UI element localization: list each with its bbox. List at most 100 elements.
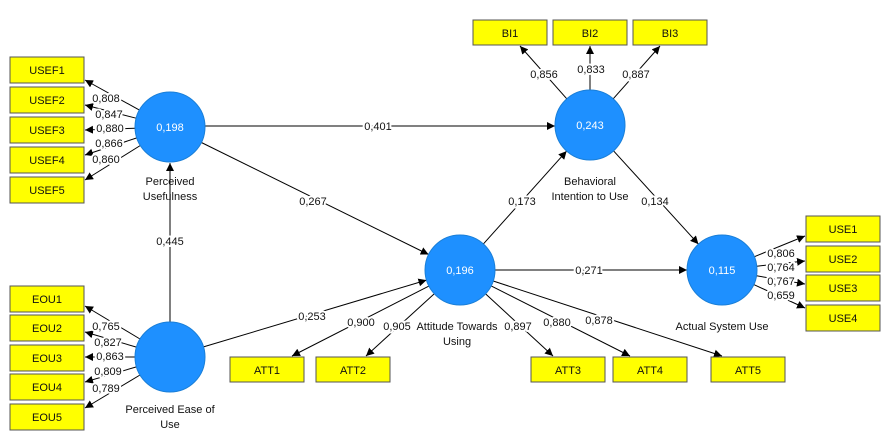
loading-arrow-usef1[interactable] [84,79,140,111]
loading-eou3: 0,863 [96,351,124,363]
loading-arrow-usef4[interactable] [84,137,137,157]
indicator-usef1[interactable]: USEF1 [9,56,85,84]
indicator-box[interactable] [9,403,85,431]
path-coefficient-pu-to-att: 0,267 [299,196,327,208]
indicator-bi1[interactable]: BI1 [472,19,548,46]
indicator-box[interactable] [9,56,85,84]
indicator-bi3[interactable]: BI3 [632,19,708,46]
indicator-att1[interactable]: ATT1 [229,356,305,383]
construct-circle[interactable] [554,89,626,161]
loading-arrow-bi3[interactable] [612,45,661,100]
loading-arrow-use1[interactable] [754,235,806,258]
loading-arrow-use4[interactable] [753,284,806,309]
indicator-bi2[interactable]: BI2 [552,19,628,46]
loading-bi2: 0,833 [577,64,605,76]
indicator-use3[interactable]: USE3 [805,274,881,302]
indicator-box[interactable] [805,304,881,332]
indicator-box[interactable] [552,19,628,46]
loading-arrow-att3[interactable] [485,293,554,357]
indicator-box[interactable] [229,356,305,383]
indicator-box[interactable] [612,356,688,383]
indicator-usef5[interactable]: USEF5 [9,176,85,204]
indicator-box[interactable] [9,373,85,401]
indicator-eou5[interactable]: EOU5 [9,403,85,431]
loading-arrow-eou4[interactable] [84,366,137,384]
indicator-eou3[interactable]: EOU3 [9,344,85,372]
indicator-box[interactable] [632,19,708,46]
loading-arrow-usef3[interactable] [84,125,136,134]
indicator-att3[interactable]: ATT3 [530,356,606,383]
outer-loading-labels: 0,808 0,847 0,880 0,866 0,860 0,765 0,82… [90,62,797,397]
indicator-label: ATT5 [735,365,761,377]
indicator-label: EOU5 [32,412,62,424]
indicator-use2[interactable]: USE2 [805,245,881,273]
loading-arrow-usef5[interactable] [84,145,141,181]
construct-perceived-usefulness[interactable]: 0,198 Perceived Usefulness [134,91,206,203]
indicator-usef4[interactable]: USEF4 [9,146,85,174]
indicator-box[interactable] [315,356,391,383]
indicator-eou4[interactable]: EOU4 [9,373,85,401]
indicator-use1[interactable]: USE1 [805,215,881,243]
path-arrow-pu-to-att[interactable] [201,142,429,255]
construct-actual-system-use[interactable]: 0,115 Actual System Use [676,234,769,333]
indicator-box[interactable] [9,314,85,342]
indicator-label: ATT1 [254,365,280,377]
indicator-box[interactable] [530,356,606,383]
path-arrow-att-to-bi[interactable] [483,150,567,245]
construct-name-line-2: Intention to Use [551,191,628,203]
loading-arrow-att4[interactable] [490,285,631,357]
loading-arrow-eou1[interactable] [84,305,141,340]
loading-att3: 0,897 [504,321,532,333]
loading-att2: 0,905 [383,321,411,333]
indicator-use4[interactable]: USE4 [805,304,881,332]
indicator-usef2[interactable]: USEF2 [9,86,85,114]
loading-arrow-att1[interactable] [291,285,430,357]
loading-arrow-eou2[interactable] [84,330,137,348]
indicator-box[interactable] [9,176,85,204]
loading-use3: 0,767 [767,276,795,288]
indicator-box[interactable] [472,19,548,46]
indicator-box[interactable] [805,215,881,243]
loading-eou2: 0,827 [94,337,122,349]
loading-arrow-att5[interactable] [493,280,723,358]
loading-arrow-usef2[interactable] [84,103,137,119]
loading-arrow-use2[interactable] [756,257,806,267]
indicator-box[interactable] [9,86,85,114]
path-arrow-bi-to-asu[interactable] [613,150,699,245]
indicator-eou2[interactable]: EOU2 [9,314,85,342]
indicator-box[interactable] [710,356,786,383]
indicator-label: ATT3 [555,365,581,377]
construct-circle[interactable] [686,234,758,306]
construct-circle[interactable] [424,234,496,306]
indicator-box[interactable] [805,245,881,273]
path-coefficient-att-to-asu: 0,271 [575,265,603,277]
construct-perceived-ease-of-use[interactable]: Perceived Ease of Use [125,321,216,431]
construct-circle[interactable] [134,91,206,163]
indicator-box[interactable] [805,274,881,302]
indicator-box[interactable] [9,116,85,144]
loading-arrow-use3[interactable] [756,275,806,287]
indicator-box[interactable] [9,285,85,313]
construct-name-line-2: Usefulness [143,191,198,203]
indicator-att2[interactable]: ATT2 [315,356,391,383]
construct-attitude-towards-using[interactable]: 0,196 Attitude Towards Using [416,234,498,348]
indicator-att4[interactable]: ATT4 [612,356,688,383]
loading-att5: 0,878 [585,315,613,327]
loading-usef5: 0,860 [92,154,120,166]
indicator-box[interactable] [9,344,85,372]
path-arrow-peou-to-att[interactable] [203,278,427,348]
loading-arrow-att2[interactable] [365,293,435,357]
construct-behavioral-intention[interactable]: 0,243 Behavioral Intention to Use [551,89,629,203]
loading-arrow-eou5[interactable] [84,374,141,409]
path-coefficient-bi-to-asu: 0,134 [641,196,669,208]
indicator-label: ATT4 [637,365,663,377]
path-coefficient-peou-to-att: 0,253 [298,311,326,323]
construct-circle[interactable] [134,321,206,393]
indicator-label: USEF2 [29,95,64,107]
indicator-usef3[interactable]: USEF3 [9,116,85,144]
indicator-att5[interactable]: ATT5 [710,356,786,383]
indicator-box[interactable] [9,146,85,174]
loading-arrow-bi1[interactable] [519,45,568,100]
indicator-eou1[interactable]: EOU1 [9,285,85,313]
